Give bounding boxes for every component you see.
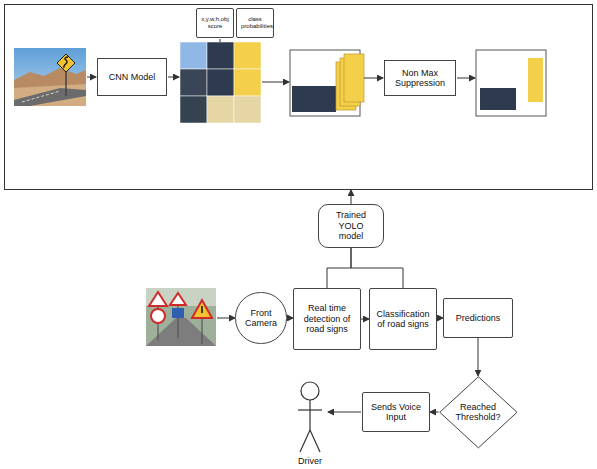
- leader-line: [220, 39, 221, 42]
- final-boxes: [476, 50, 546, 116]
- candidate-boxes: [290, 50, 364, 116]
- node-text: Reached Threshold?: [453, 402, 504, 423]
- process-box: Real time detection of road signs: [293, 288, 361, 350]
- connector: [430, 412, 439, 413]
- connector: [351, 190, 352, 204]
- road-photo: [14, 48, 86, 106]
- node-text: Predictions: [456, 313, 501, 323]
- node-text: Sends Voice Input: [367, 402, 425, 423]
- connector: [478, 338, 479, 376]
- connector: [351, 248, 403, 288]
- flow-arrow: [87, 77, 475, 412]
- figure-label: Driver: [285, 456, 335, 466]
- connector: [327, 248, 351, 288]
- process-pill: CNN Model: [97, 58, 167, 96]
- callout-box: x,y,w,h,obj score: [196, 8, 234, 38]
- model-box: Trained YOLO model: [318, 204, 384, 248]
- input-circle: Front Camera: [235, 292, 286, 343]
- process-box: Classification of road signs: [369, 288, 437, 350]
- callout-box: class probabilities: [236, 8, 274, 38]
- node-text: Trained YOLO model: [325, 210, 377, 241]
- connector: [361, 319, 369, 320]
- process-pill: Non Max Suppression: [384, 60, 456, 96]
- node-text: Classification of road signs: [374, 309, 432, 330]
- node-text: Real time detection of road signs: [298, 303, 356, 334]
- node-text: x,y,w,h,obj score: [201, 16, 229, 30]
- grid-output: [180, 42, 261, 123]
- node-text: Front Camera: [240, 308, 281, 329]
- process-box: Predictions: [443, 298, 513, 338]
- node-text: CNN Model: [109, 72, 156, 82]
- model-panel: x,y,w,h,obj score class probabilitiesCNN …: [4, 4, 593, 190]
- road-signs-photo: [146, 288, 216, 346]
- decision-diamond: Reached Threshold?: [439, 376, 518, 449]
- node-text: class probabilities: [241, 16, 269, 30]
- process-box: Sends Voice Input: [362, 392, 430, 432]
- driver-figure: [298, 382, 322, 452]
- node-text: Non Max Suppression: [393, 68, 447, 89]
